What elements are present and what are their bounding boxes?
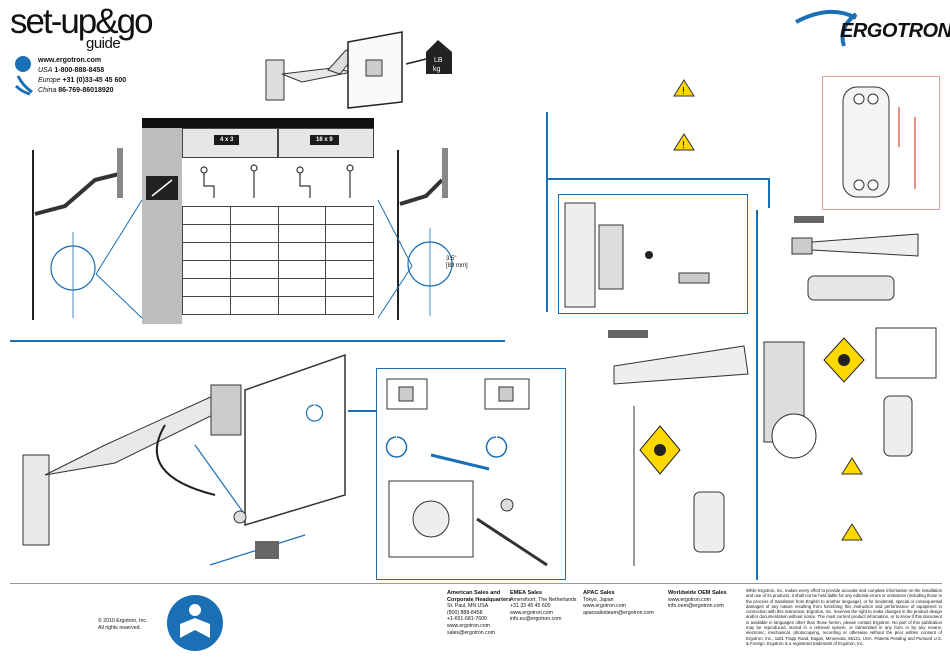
website-link[interactable]: www.ergotron.com — [38, 57, 102, 64]
offset-mm: [89 mm] — [446, 263, 468, 269]
svg-text:!: ! — [682, 86, 685, 97]
svg-text:!: ! — [682, 140, 685, 151]
europe-label: Europe — [38, 77, 61, 84]
usa-phone: 1-800-888-8458 — [54, 67, 105, 74]
warning-icons: ! ! — [673, 79, 695, 151]
flow-line-right — [756, 210, 758, 580]
col-group-4x3: 4 x 3 — [214, 135, 240, 145]
diagonal-size-icon — [146, 176, 178, 200]
americas-sales: American Sales and Corporate Headquarter… — [447, 590, 512, 636]
rotation-detail-panel — [376, 368, 566, 580]
posture-icons — [200, 164, 354, 198]
wall-arm-right — [397, 148, 453, 320]
svg-text:kg: kg — [433, 66, 441, 73]
arm-monitor-illustration: LB kg — [265, 31, 452, 109]
phone-icon — [14, 56, 33, 96]
europe-phone: +31 (0)33-45 45 600 — [62, 77, 127, 84]
monitor-attach-illustration — [22, 353, 346, 566]
legal-notice: While Ergotron, Inc. makes every effort … — [746, 588, 943, 646]
offset-value: 3.5" — [446, 256, 457, 262]
emea-sales: EMEA Sales Amersfoort, The Netherlands +… — [510, 590, 577, 623]
bracket-template — [822, 76, 940, 210]
copyright: © 2010 Ergotron, Inc. All rights reserve… — [98, 618, 148, 631]
apac-sales: APAC Sales Tokyo, Japan www.ergotron.com… — [583, 590, 654, 616]
wall-arm-left — [32, 148, 123, 320]
col-group-16x9: 16 x 9 — [310, 135, 339, 145]
read-manual-icon — [167, 595, 223, 651]
guide-subtitle: guide — [86, 35, 121, 52]
usa-label: USA — [38, 67, 53, 74]
flow-line-left — [546, 112, 548, 312]
china-phone: 86-769-86018920 — [58, 87, 114, 94]
table-connectors — [95, 199, 413, 319]
contact-block: www.ergotron.com USA 1-800-888-8458 Euro… — [12, 54, 126, 96]
size-rows — [182, 206, 374, 315]
oem-sales: Worldwide OEM Sales www.ergotron.com inf… — [668, 590, 727, 610]
ergotron-logo: ERGOTRON — [790, 6, 950, 48]
china-label: China — [38, 87, 57, 94]
offset-measure: 3.5" [89 mm] — [446, 256, 468, 270]
monitor-size-table: 4 x 3 16 x 9 — [142, 118, 374, 324]
drill-install-right — [763, 327, 937, 541]
logo-text: ERGOTRON — [840, 20, 950, 42]
stud-detail-panel — [558, 194, 748, 314]
section-divider — [10, 340, 505, 342]
drill-install-left — [608, 330, 749, 566]
weight-label: LB — [434, 57, 443, 64]
flow-line-top — [546, 178, 770, 180]
guide-title: set-up&go — [10, 2, 154, 41]
hardware-lag-bolts — [791, 216, 919, 301]
